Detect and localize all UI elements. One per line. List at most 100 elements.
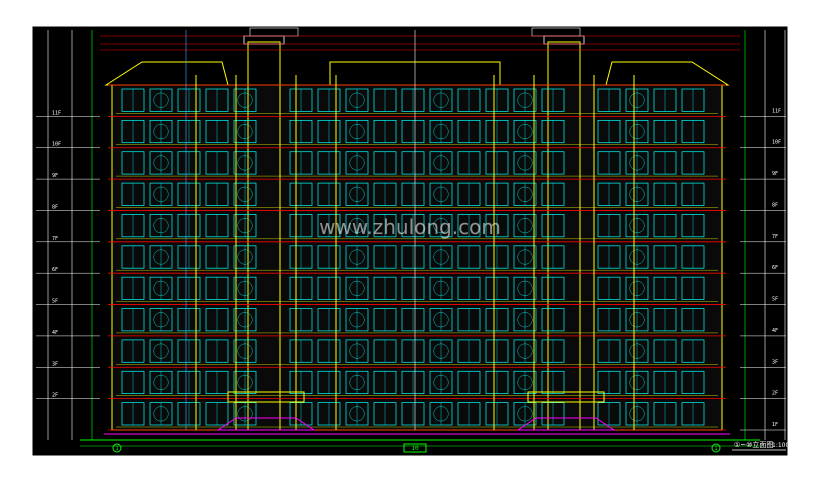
window-ornament: [629, 186, 645, 202]
window-ornament: [237, 124, 253, 140]
window-ornament: [517, 312, 533, 328]
window-ornament: [629, 343, 645, 359]
left-level-label: 3F: [52, 361, 58, 367]
window-ornament: [237, 218, 253, 234]
window-ornament: [349, 155, 365, 171]
left-level-label: 5F: [52, 299, 58, 305]
window-ornament: [517, 124, 533, 140]
window-ornament: [433, 312, 449, 328]
window-ornament: [517, 186, 533, 202]
window-ornament: [433, 280, 449, 296]
window-ornament: [517, 249, 533, 265]
left-level-label: 11F: [52, 110, 61, 116]
window-ornament: [237, 280, 253, 296]
right-level-label: 9F: [772, 171, 778, 177]
right-level-label: 6F: [772, 265, 778, 271]
window-ornament: [153, 249, 169, 265]
window-ornament: [433, 155, 449, 171]
window-ornament: [433, 218, 449, 234]
window-ornament: [349, 249, 365, 265]
window-ornament: [517, 374, 533, 390]
window-ornament: [153, 186, 169, 202]
svg-text:1: 1: [714, 446, 717, 452]
window-ornament: [349, 186, 365, 202]
window-ornament: [237, 343, 253, 359]
window-ornament: [153, 374, 169, 390]
window-ornament: [433, 92, 449, 108]
window-ornament: [153, 406, 169, 422]
building-facade: [100, 27, 740, 435]
window-ornament: [629, 155, 645, 171]
left-level-label: 9F: [52, 173, 58, 179]
right-level-label: 5F: [772, 297, 778, 303]
window-ornament: [629, 312, 645, 328]
watermark-text: www.zhulong.com: [319, 215, 501, 239]
window-ornament: [349, 406, 365, 422]
right-level-label: 2F: [772, 391, 778, 397]
entrance-canopy: [527, 391, 605, 403]
axis-bubble-end: 1: [711, 443, 721, 453]
window-ornament: [433, 124, 449, 140]
window-ornament: [433, 374, 449, 390]
window-ornament: [349, 312, 365, 328]
drawing-title-block: ①~⑩立面图 1:100: [732, 440, 789, 451]
left-level-label: 8F: [52, 204, 58, 210]
window-ornament: [153, 312, 169, 328]
window-ornament: [237, 186, 253, 202]
window-ornament: [153, 343, 169, 359]
left-level-label: 6F: [52, 267, 58, 273]
window-ornament: [517, 406, 533, 422]
window-ornament: [237, 312, 253, 328]
window-ornament: [153, 280, 169, 296]
window-ornament: [629, 92, 645, 108]
window-ornament: [433, 249, 449, 265]
left-level-label: 4F: [52, 330, 58, 336]
window-ornament: [629, 218, 645, 234]
window-ornament: [517, 280, 533, 296]
entrance-steps: [216, 417, 316, 431]
window-ornament: [349, 218, 365, 234]
drawing-frame: [31, 25, 789, 457]
window-ornament: [517, 92, 533, 108]
window-ornament: [237, 374, 253, 390]
svg-text:1: 1: [115, 446, 118, 452]
building-outline: [111, 84, 723, 431]
drawing-scale: 1:100: [772, 442, 789, 449]
window-ornament: [433, 343, 449, 359]
window-ornament: [349, 124, 365, 140]
entrance-steps: [516, 417, 616, 431]
window-ornament: [237, 249, 253, 265]
right-level-label: 3F: [772, 359, 778, 365]
window-ornament: [629, 374, 645, 390]
window-ornament: [517, 218, 533, 234]
axis-bubble-start: 1: [112, 443, 122, 453]
left-level-label: 7F: [52, 236, 58, 242]
left-level-column: 2F 3F 4F 5F 6F 7F 8F 9F 10F 11F: [36, 30, 100, 440]
window-ornament: [153, 155, 169, 171]
window-ornament: [237, 155, 253, 171]
right-level-label: 8F: [772, 202, 778, 208]
entrance-canopy: [227, 391, 305, 403]
window-ornament: [153, 92, 169, 108]
window-ornament: [629, 249, 645, 265]
right-level-label: 7F: [772, 234, 778, 240]
window-ornament: [349, 92, 365, 108]
window-ornament: [153, 218, 169, 234]
window-ornament: [433, 186, 449, 202]
window-ornament: [629, 406, 645, 422]
window-ornament: [237, 92, 253, 108]
left-level-label: 2F: [52, 393, 58, 399]
left-level-label: 10F: [52, 142, 61, 148]
window-ornament: [629, 280, 645, 296]
window-ornament: [517, 343, 533, 359]
right-level-label: 1F: [772, 422, 778, 428]
right-level-label: 10F: [772, 140, 781, 146]
window-ornament: [517, 155, 533, 171]
right-level-label: 4F: [772, 328, 778, 334]
window-ornament: [153, 124, 169, 140]
window-ornament: [237, 406, 253, 422]
svg-text:10: 10: [411, 445, 419, 452]
window-ornament: [433, 406, 449, 422]
